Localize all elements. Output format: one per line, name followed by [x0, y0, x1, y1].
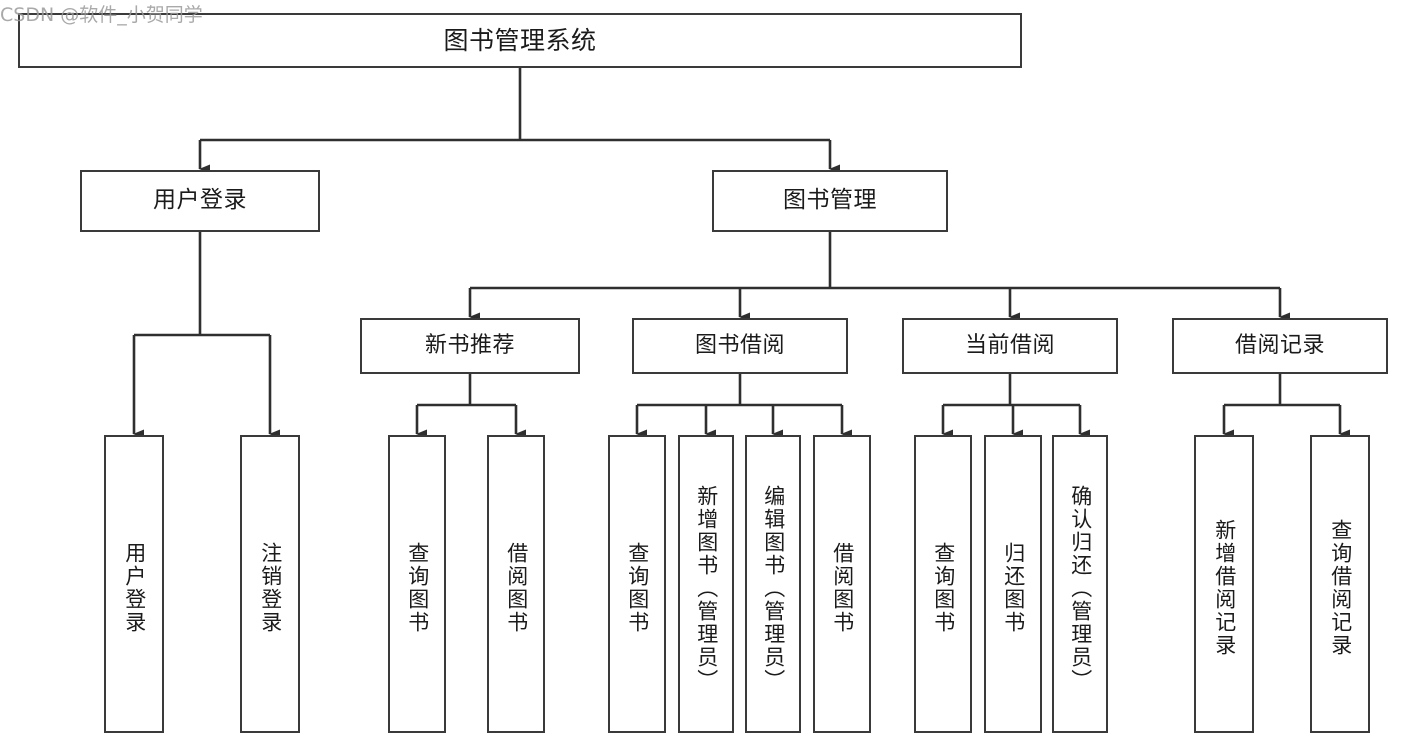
node-label: 查询图书	[405, 542, 430, 634]
node-leaf-return-book[interactable]: 归还图书	[984, 435, 1042, 733]
node-label: 注销登录	[258, 542, 283, 634]
node-label: 用户登录	[122, 542, 147, 634]
node-borrow-record[interactable]: 借阅记录	[1172, 318, 1388, 374]
node-root[interactable]: 图书管理系统	[18, 13, 1022, 68]
node-leaf-add-borrow-record[interactable]: 新增借阅记录	[1194, 435, 1254, 733]
node-label: 编辑图书（管理员）	[761, 484, 786, 692]
node-user-login[interactable]: 用户登录	[80, 170, 320, 232]
node-label: 图书管理系统	[443, 25, 597, 55]
node-book-manage[interactable]: 图书管理	[712, 170, 948, 232]
node-label: 查询图书	[625, 542, 650, 634]
node-leaf-query-book-cur[interactable]: 查询图书	[914, 435, 972, 733]
node-label: 新增图书（管理员）	[694, 484, 719, 692]
node-label: 查询借阅记录	[1328, 519, 1353, 657]
node-label: 借阅图书	[830, 542, 855, 634]
node-label: 借阅记录	[1234, 332, 1325, 358]
node-leaf-add-book[interactable]: 新增图书（管理员）	[678, 435, 734, 733]
node-label: 新书推荐	[424, 332, 515, 358]
node-leaf-query-borrow-record[interactable]: 查询借阅记录	[1310, 435, 1370, 733]
node-leaf-query-book-rec[interactable]: 查询图书	[388, 435, 446, 733]
node-leaf-confirm-return[interactable]: 确认归还（管理员）	[1052, 435, 1108, 733]
node-leaf-borrow-book[interactable]: 借阅图书	[813, 435, 871, 733]
node-leaf-query-book-borrow[interactable]: 查询图书	[608, 435, 666, 733]
node-label: 当前借阅	[964, 332, 1055, 358]
node-leaf-user-logout[interactable]: 注销登录	[240, 435, 300, 733]
node-label: 查询图书	[931, 542, 956, 634]
node-label: 图书管理	[783, 187, 877, 214]
node-book-borrow[interactable]: 图书借阅	[632, 318, 848, 374]
node-label: 确认归还（管理员）	[1068, 484, 1093, 692]
node-label: 用户登录	[153, 187, 247, 214]
node-leaf-edit-book[interactable]: 编辑图书（管理员）	[745, 435, 801, 733]
node-label: 图书借阅	[694, 332, 785, 358]
node-leaf-user-login[interactable]: 用户登录	[104, 435, 164, 733]
node-label: 新增借阅记录	[1212, 519, 1237, 657]
node-current-borrow[interactable]: 当前借阅	[902, 318, 1118, 374]
node-new-book-recommend[interactable]: 新书推荐	[360, 318, 580, 374]
node-label: 借阅图书	[504, 542, 529, 634]
node-leaf-borrow-book-rec[interactable]: 借阅图书	[487, 435, 545, 733]
node-label: 归还图书	[1001, 542, 1026, 634]
csdn-watermark: CSDN @软件_小贺同学	[0, 4, 203, 26]
